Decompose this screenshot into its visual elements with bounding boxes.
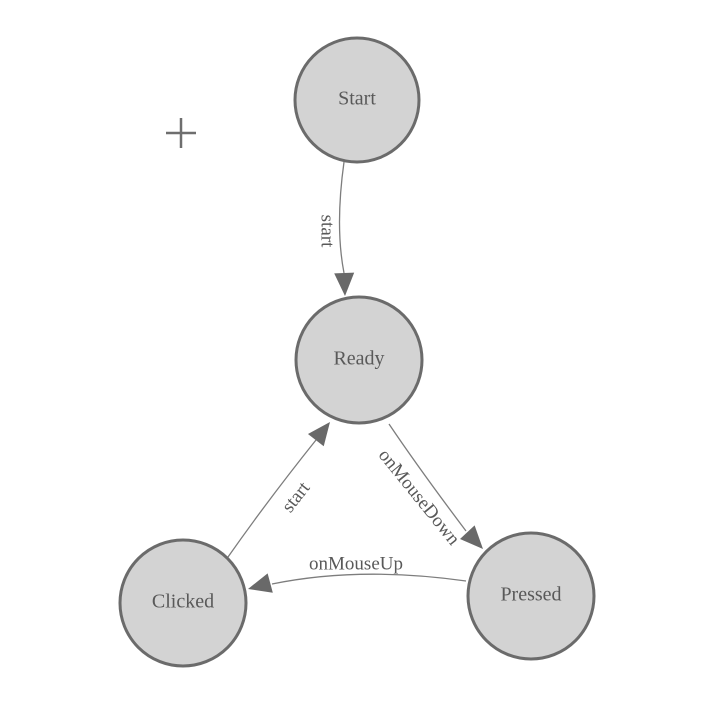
node-circle-start[interactable] — [293, 36, 421, 164]
edge-line-clicked-to-ready[interactable] — [227, 439, 317, 558]
edge-label-ready-to-pressed: onMouseDown — [374, 445, 464, 550]
node-circle-pressed[interactable] — [466, 531, 596, 661]
node-ready[interactable]: Ready — [294, 295, 424, 425]
node-label-pressed: Pressed — [500, 584, 561, 606]
node-label-ready: Ready — [333, 348, 384, 370]
arrowhead-icon-pressed-to-clicked — [248, 573, 273, 593]
arrowhead-icon-ready-to-pressed — [460, 525, 483, 549]
plus-cursor-icon — [166, 118, 196, 148]
arrowhead-icon-clicked-to-ready — [307, 422, 330, 447]
edge-label-clicked-to-ready: start — [278, 477, 315, 516]
edge-clicked-to-ready: start — [227, 422, 330, 558]
edge-pressed-to-clicked: onMouseUp — [248, 553, 467, 593]
node-label-start: Start — [338, 88, 376, 110]
edge-line-ready-to-pressed[interactable] — [388, 423, 467, 532]
edge-ready-to-pressed: onMouseDown — [374, 423, 483, 550]
node-pressed[interactable]: Pressed — [466, 531, 596, 661]
edge-line-start-to-ready[interactable] — [338, 161, 345, 274]
node-label-clicked: Clicked — [152, 591, 214, 613]
node-circle-clicked[interactable] — [118, 538, 248, 668]
edge-start-to-ready: start — [317, 161, 355, 296]
arrowhead-icon-start-to-ready — [334, 272, 355, 296]
edge-line-pressed-to-clicked[interactable] — [271, 573, 467, 585]
node-start[interactable]: Start — [293, 36, 421, 164]
node-clicked[interactable]: Clicked — [118, 538, 248, 668]
edge-label-pressed-to-clicked: onMouseUp — [309, 553, 403, 574]
edge-label-start-to-ready: start — [317, 215, 338, 248]
node-circle-ready[interactable] — [294, 295, 424, 425]
